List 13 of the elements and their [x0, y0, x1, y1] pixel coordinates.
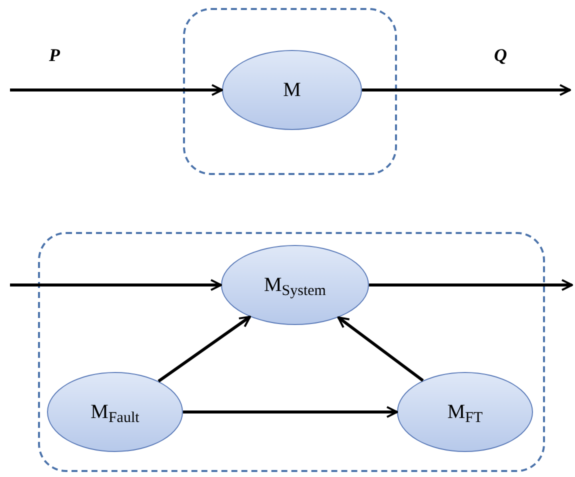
dashed-boundary — [183, 8, 397, 175]
dashed-boundary — [38, 232, 545, 472]
arrow — [10, 279, 222, 291]
arrow — [369, 279, 573, 291]
arrow — [158, 316, 251, 382]
arrow — [183, 406, 398, 418]
node-label: M$_{System}$ — [264, 273, 326, 300]
arrow — [337, 316, 424, 382]
arrow — [362, 84, 571, 96]
node-label: M — [283, 78, 301, 103]
arrow — [10, 84, 223, 96]
node-label: M$_{Fault}$ — [90, 400, 140, 427]
node-label: M$_{FT}$ — [447, 400, 483, 427]
